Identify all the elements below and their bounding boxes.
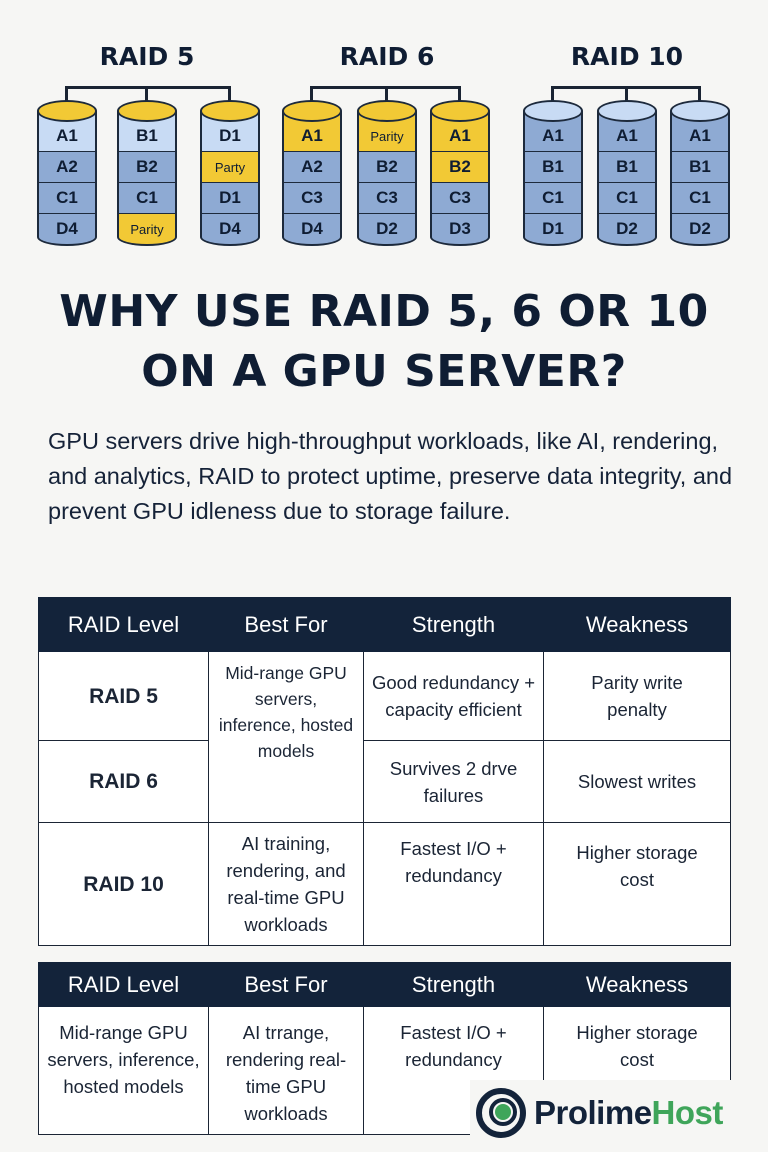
cell-weakness: Higher storage cost bbox=[543, 822, 731, 946]
page-title: WHY USE RAID 5, 6 OR 10 ON A GPU SERVER? bbox=[0, 282, 768, 402]
cell-best-for: AI training, rendering, and real-time GP… bbox=[208, 822, 364, 946]
disk-block: D1 bbox=[200, 183, 260, 215]
cell-level: RAID 10 bbox=[38, 822, 209, 946]
cell-level: RAID 6 bbox=[38, 740, 209, 823]
cell-level: Mid-range GPU servers, inference, hosted… bbox=[38, 1006, 209, 1135]
logo-text-prolime: Prolime bbox=[534, 1094, 652, 1131]
table-row: RAID 6 Survives 2 drve failures Slowest … bbox=[38, 740, 731, 823]
raid-group-label: RAID 10 bbox=[570, 42, 684, 71]
disk-top bbox=[523, 100, 583, 122]
disk-block: B2 bbox=[430, 152, 490, 184]
disk-block: C3 bbox=[430, 183, 490, 215]
disk-block: B1 bbox=[670, 152, 730, 184]
connector-stem bbox=[385, 86, 388, 108]
cell-strength: Fastest I/O + redundancy bbox=[363, 822, 544, 946]
disk-top bbox=[597, 100, 657, 122]
header-best-for: Best For bbox=[208, 962, 364, 1007]
disk-block: D3 bbox=[430, 214, 490, 246]
disk-block: B2 bbox=[117, 152, 177, 184]
title-line-2: ON A GPU SERVER? bbox=[141, 346, 627, 397]
disk-top bbox=[117, 100, 177, 122]
disk-block: A2 bbox=[282, 152, 342, 184]
cell-level: RAID 5 bbox=[38, 651, 209, 741]
header-weakness: Weakness bbox=[543, 962, 731, 1007]
disk-top bbox=[200, 100, 260, 122]
disk-top bbox=[430, 100, 490, 122]
header-strength: Strength bbox=[363, 597, 544, 652]
table-header-row: RAID Level Best For Strength Weakness bbox=[38, 962, 731, 1007]
table-row: Mid-range GPU servers, inference, hosted… bbox=[38, 1006, 731, 1135]
header-raid-level: RAID Level bbox=[38, 597, 209, 652]
disk-block: C3 bbox=[357, 183, 417, 215]
disk-block: C3 bbox=[282, 183, 342, 215]
raid-group-label: RAID 6 bbox=[339, 42, 435, 71]
disk-block: B1 bbox=[523, 152, 583, 184]
intro-paragraph: GPU servers drive high-throughput worklo… bbox=[48, 428, 733, 524]
header-strength: Strength bbox=[363, 962, 544, 1007]
logo-text: ProlimeHost bbox=[534, 1094, 723, 1132]
prolimehost-logo: ProlimeHost bbox=[470, 1080, 760, 1146]
cell-best-for: AI trrange, rendering real-time GPU work… bbox=[208, 1006, 364, 1135]
table-row: RAID 5 Mid-range GPU servers, inference,… bbox=[38, 651, 731, 823]
disk-top bbox=[670, 100, 730, 122]
disk-block: C1 bbox=[597, 183, 657, 215]
disk-block: D2 bbox=[357, 214, 417, 246]
raid-comparison-table: RAID Level Best For Strength Weakness RA… bbox=[38, 597, 731, 946]
disk-block: B1 bbox=[597, 152, 657, 184]
cell-weakness: Slowest writes bbox=[543, 740, 731, 823]
disk-block: C1 bbox=[670, 183, 730, 215]
disk-block: C1 bbox=[523, 183, 583, 215]
raid-group-label: RAID 5 bbox=[99, 42, 195, 71]
disk-block: A2 bbox=[37, 152, 97, 184]
disk-block: D4 bbox=[282, 214, 342, 246]
disk-block: Party bbox=[200, 152, 260, 184]
disk-block: C1 bbox=[117, 183, 177, 215]
connector-bracket bbox=[65, 86, 231, 111]
cell-strength: Survives 2 drve failures bbox=[363, 740, 544, 823]
header-weakness: Weakness bbox=[543, 597, 731, 652]
disk-top bbox=[282, 100, 342, 122]
disk-top bbox=[37, 100, 97, 122]
cell-weakness: Parity write penalty bbox=[543, 651, 731, 741]
cell-strength: Good redundancy + capacity efficient bbox=[363, 651, 544, 741]
disk-block: D2 bbox=[597, 214, 657, 246]
disk-block: C1 bbox=[37, 183, 97, 215]
disk-block: D4 bbox=[37, 214, 97, 246]
disk-block: D2 bbox=[670, 214, 730, 246]
disk-block: Parity bbox=[117, 214, 177, 246]
header-raid-level: RAID Level bbox=[38, 962, 209, 1007]
connector-stem bbox=[145, 86, 148, 108]
title-line-1: WHY USE RAID 5, 6 OR 10 bbox=[59, 286, 709, 337]
logo-text-host: Host bbox=[651, 1094, 724, 1131]
table-row: RAID 10 AI training, rendering, and real… bbox=[38, 822, 731, 946]
cell-best-for: Mid-range GPU servers, inference, hosted… bbox=[208, 651, 364, 823]
disk-block: B2 bbox=[357, 152, 417, 184]
connector-stem bbox=[625, 86, 628, 108]
disk-block: D1 bbox=[523, 214, 583, 246]
logo-mark-icon bbox=[476, 1088, 526, 1138]
disk-block: D4 bbox=[200, 214, 260, 246]
table-header-row: RAID Level Best For Strength Weakness bbox=[38, 597, 731, 652]
header-best-for: Best For bbox=[208, 597, 364, 652]
disk-top bbox=[357, 100, 417, 122]
